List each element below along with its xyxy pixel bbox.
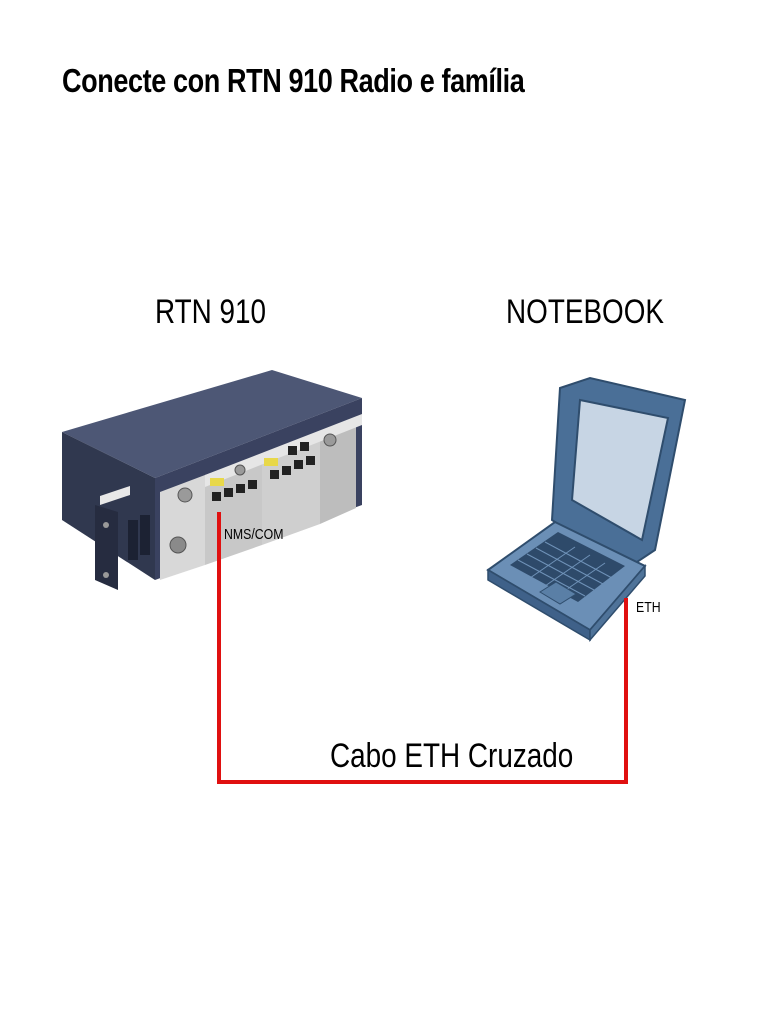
rtn-910-label: RTN 910 bbox=[155, 293, 267, 331]
rack-ear bbox=[95, 505, 118, 590]
page-title: Conecte con RTN 910 Radio e família bbox=[62, 62, 525, 99]
laptop-screen bbox=[570, 398, 670, 542]
rtn-910-device-icon bbox=[62, 370, 362, 590]
eth-port-label: ETH bbox=[636, 599, 661, 616]
label-plate bbox=[100, 486, 130, 505]
chassis-top bbox=[62, 370, 362, 478]
ethernet-ports bbox=[212, 442, 315, 501]
nms-com-port-label: NMS/COM bbox=[224, 526, 284, 543]
notebook-label: NOTEBOOK bbox=[506, 293, 665, 331]
notebook-icon bbox=[486, 376, 687, 643]
ethernet-cable bbox=[217, 512, 628, 784]
cable-label: Cabo ETH Cruzado bbox=[330, 737, 574, 775]
board-slot-1 bbox=[160, 475, 205, 580]
